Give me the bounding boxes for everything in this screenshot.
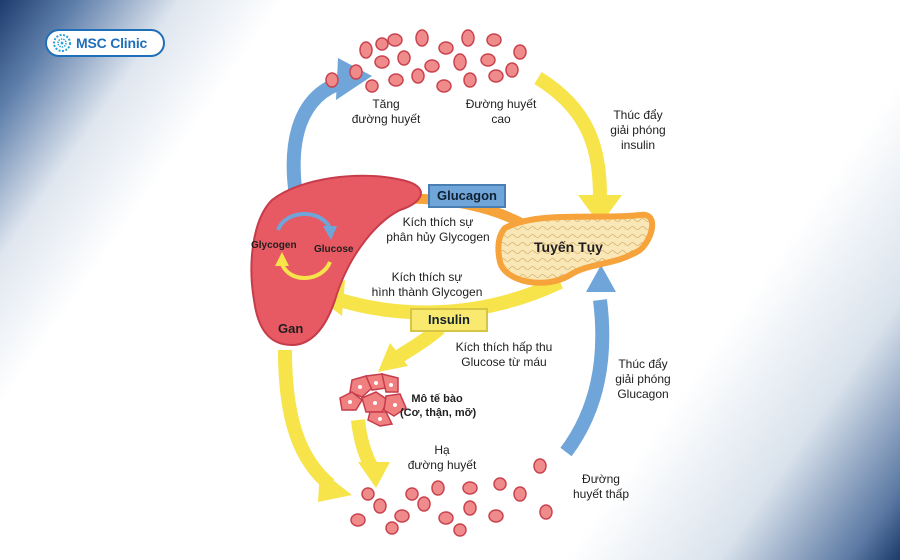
- logo-icon: [53, 34, 71, 52]
- brand-name: MSC Clinic: [76, 35, 148, 51]
- pancreas-label: Tuyến Tụy: [534, 239, 603, 255]
- cycle-arrow-blue: [276, 212, 332, 231]
- arrow-cells-to-low-glucose: [351, 419, 379, 472]
- liver-shape: [250, 174, 422, 347]
- label-duong-huyet-thap: Đường huyết thấp: [563, 472, 639, 502]
- glucose-label: Glucose: [314, 244, 354, 255]
- insulin-release-2: giải phóng: [610, 123, 666, 137]
- arrow-head-liver-to-low-glucose: [318, 470, 352, 502]
- insulin-label: Insulin: [428, 312, 470, 327]
- liver-label: Gan: [278, 321, 304, 336]
- uptake-2: Glucose từ máu: [461, 355, 547, 369]
- label-glycogen-breakdown: Kích thích sự phân hủy Glycogen: [378, 215, 498, 245]
- arrow-high-glucose-to-pancreas: [534, 72, 607, 199]
- glucagon-release-3: Glucagon: [617, 387, 669, 401]
- arrow-liver-to-low-glucose: [278, 349, 335, 491]
- tang-line1: Tăng: [372, 97, 400, 111]
- formation-2: hình thành Glycogen: [371, 285, 483, 299]
- tissue-cells: [339, 372, 407, 427]
- insulin-release-1: Thúc đẩy: [613, 108, 663, 122]
- glycogen-label: Glycogen: [251, 240, 297, 251]
- glucagon-box: Glucagon: [428, 184, 506, 208]
- blood-cells-high: [325, 29, 527, 93]
- label-tang-duong-huyet: Tăng đường huyết: [350, 97, 422, 127]
- low-line1: Đường: [582, 472, 620, 486]
- arrow-insulin-to-cells: [395, 322, 445, 362]
- pancreas-shape: [495, 211, 656, 286]
- cells-title-text: Mô tế bào: [411, 393, 463, 405]
- insulin-box: Insulin: [410, 308, 488, 332]
- label-duong-huyet-cao: Đường huyết cao: [460, 97, 542, 127]
- high-line2: cao: [491, 112, 511, 126]
- insulin-release-3: insulin: [620, 138, 656, 152]
- ha-line1: Hạ: [434, 443, 450, 457]
- cycle-arrow-yellow-head: [275, 252, 289, 266]
- arrow-head-cells-to-low-glucose: [358, 462, 390, 488]
- arrow-low-glucose-to-pancreas: [560, 299, 610, 457]
- label-ha-duong-huyet: Hạ đường huyết: [402, 443, 482, 473]
- cycle-arrow-blue-head: [323, 226, 337, 240]
- high-line1: Đường huyết: [465, 97, 537, 111]
- blood-cells-low: [350, 458, 553, 537]
- label-glucagon-release: Thúc đẩy giải phóng Glucagon: [606, 357, 680, 402]
- cells-subtitle: (Cơ, thận, mỡ): [400, 407, 477, 419]
- label-insulin-release: Thúc đẩy giải phóng insulin: [600, 108, 676, 153]
- tang-line2: đường huyết: [351, 112, 421, 126]
- arrow-head-insulin-to-cells: [378, 343, 408, 372]
- cycle-arrow-yellow: [280, 261, 332, 280]
- ha-line2: đường huyết: [407, 458, 477, 472]
- label-glycogen-formation: Kích thích sự hình thành Glycogen: [364, 270, 490, 300]
- glucagon-release-2: giải phóng: [615, 372, 671, 386]
- uptake-1: Kích thích hấp thu: [455, 340, 553, 354]
- label-glucose-uptake: Kích thích hấp thu Glucose từ máu: [446, 340, 562, 370]
- cells-title: Mô tế bào: [402, 392, 472, 407]
- formation-1: Kích thích sự: [391, 270, 463, 284]
- msc-clinic-logo: MSC Clinic: [45, 29, 165, 57]
- arrow-liver-to-high-glucose: [286, 75, 346, 197]
- arrow-head-low-glucose-to-pancreas: [586, 265, 616, 292]
- arrow-head-high-glucose-to-pancreas: [578, 195, 622, 225]
- glucagon-release-1: Thúc đẩy: [618, 357, 668, 371]
- low-line2: huyết thấp: [572, 487, 630, 501]
- glucagon-label: Glucagon: [437, 188, 497, 203]
- breakdown-1: Kích thích sự: [402, 215, 474, 229]
- breakdown-2: phân hủy Glycogen: [386, 230, 490, 244]
